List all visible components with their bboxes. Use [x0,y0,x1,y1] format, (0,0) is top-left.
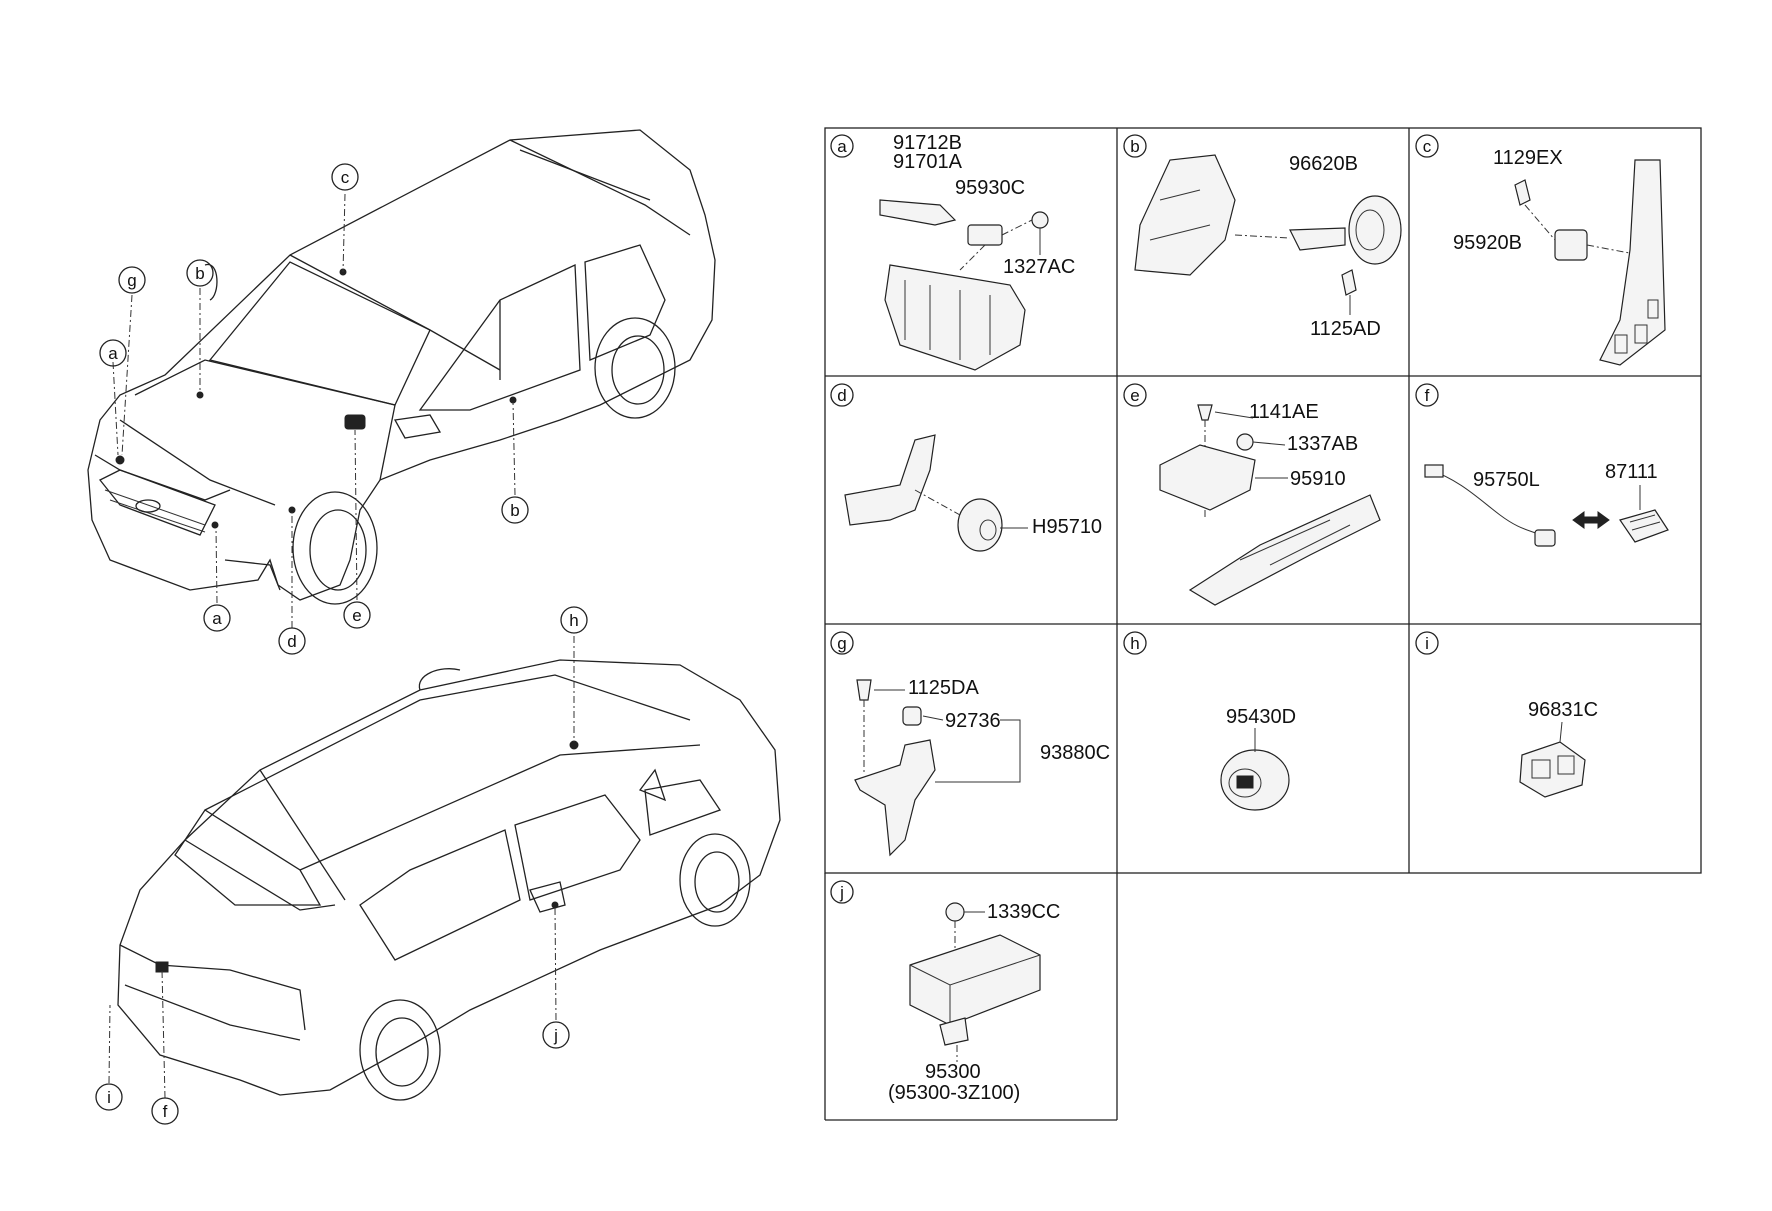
callout-f-rear: f [151,1097,179,1125]
nut-1337AB [1236,433,1254,451]
part-1141AE: 1141AE [1249,401,1319,423]
callout-i-rear: i [95,1083,123,1111]
floor-panel-e [1188,494,1381,606]
callout-d-front: d [278,627,306,655]
panel-g-label: g [837,634,846,653]
part-95920B: 95920B [1453,232,1522,254]
part-95750L: 95750L [1473,469,1540,491]
callout-j-rear: j [542,1021,570,1049]
rear-car-illustration [108,636,781,1101]
bolt-1125AD [1341,269,1357,296]
sensor-95930C [967,224,1003,246]
panel-h: h 95430D [1123,631,1296,811]
panel-e-label: e [1130,386,1139,405]
horn-bracket [1289,227,1346,251]
callout-a-label: a [212,609,222,628]
double-arrow-icon [1572,511,1610,529]
panel-a-label: a [837,137,847,156]
part-91701A: 91701A [893,151,963,173]
part-1125DA: 1125DA [908,677,979,699]
part-1337AB: 1337AB [1287,433,1358,455]
pad-87111 [1619,509,1669,543]
part-1125AD: 1125AD [1310,318,1381,340]
radiator-support-frame [884,264,1026,371]
part-1327AC: 1327AC [1003,256,1075,278]
panel-b-label: b [1130,137,1139,156]
sensor-95920B [1554,229,1588,261]
part-96831C: 96831C [1528,699,1598,721]
panel-f: f 95750L 87111 [1415,383,1669,547]
part-91712B: 91712B [893,132,962,154]
callout-b-label: b [510,501,519,520]
panel-j: j 1339CC 95300 (95300-3Z100) [830,880,1060,1104]
bolt-1141AE [1197,404,1213,421]
nut-1339CC [945,902,965,922]
panel-c-label: c [1423,137,1432,156]
nut-1327AC [1031,211,1049,229]
callout-a-front-top: a [99,339,127,367]
callout-g-label: g [127,271,136,290]
part-H95710: H95710 [1032,516,1102,538]
bracket-93880C [854,739,936,857]
callout-c-front: c [331,163,359,191]
panel-g: g 1125DA 92736 93880C [830,631,1110,857]
body-panel-b [1134,154,1236,276]
callout-d-label: d [287,632,296,651]
front-car-illustration [87,129,716,628]
bushing-92736 [902,706,922,726]
bolt-1129EX [1514,179,1531,206]
part-96620B: 96620B [1289,153,1358,175]
part-95300-3Z100: (95300-3Z100) [888,1082,1020,1104]
panel-j-label: j [839,883,844,902]
airbag-module-95910 [1159,444,1256,511]
panel-i-label: i [1425,634,1429,653]
callout-f-label: f [163,1102,168,1121]
part-95430D: 95430D [1226,706,1296,728]
panel-e: e 1141AE 1337AB 95910 [1123,383,1381,606]
part-1129EX: 1129EX [1493,147,1563,169]
sensor-95430D [1220,749,1290,811]
part-1339CC: 1339CC [987,901,1060,923]
switch-96831C [1519,741,1586,798]
part-93880C: 93880C [1040,742,1110,764]
callout-a-label: a [108,344,118,363]
panel-d-label: d [837,386,846,405]
callout-b-label: b [195,264,204,283]
part-95930C: 95930C [955,177,1025,199]
callout-c-label: c [341,168,350,187]
panel-i: i 96831C [1415,631,1598,798]
camera-cable-95750L [1429,469,1541,536]
panel-b: b 96620B 1125AD [1123,134,1402,340]
callout-e-label: e [352,606,361,625]
module-95300 [909,934,1041,1026]
parts-grid [824,127,1702,1121]
part-87111: 87111 [1605,461,1658,483]
callout-i-label: i [107,1088,111,1107]
callout-h-rear: h [560,606,588,634]
callout-b-side: b [501,496,529,524]
bolt-1125DA [856,679,872,701]
bracket-d [844,434,936,526]
panel-a: a 91712B 91701A 95930C 1327AC [830,132,1075,371]
b-pillar-panel [1599,159,1666,366]
callout-a-front-bottom: a [203,604,231,632]
panel-f-label: f [1425,386,1430,405]
part-95910: 95910 [1290,468,1346,490]
horn-96620B [1348,195,1402,265]
rear-camera [1534,529,1556,547]
callout-h-label: h [569,611,578,630]
callout-j-label: j [553,1026,558,1045]
part-95300: 95300 [925,1061,981,1083]
callout-e-front: e [343,601,371,629]
callout-b-front: b [186,259,214,287]
wiring-harness [879,199,957,226]
panel-d: d H95710 [830,383,1102,552]
sensor-H95710 [957,498,1003,552]
part-92736: 92736 [945,710,1001,732]
callout-g-front: g [118,266,146,294]
panel-c: c 1129EX 95920B [1415,134,1666,366]
panel-h-label: h [1130,634,1139,653]
